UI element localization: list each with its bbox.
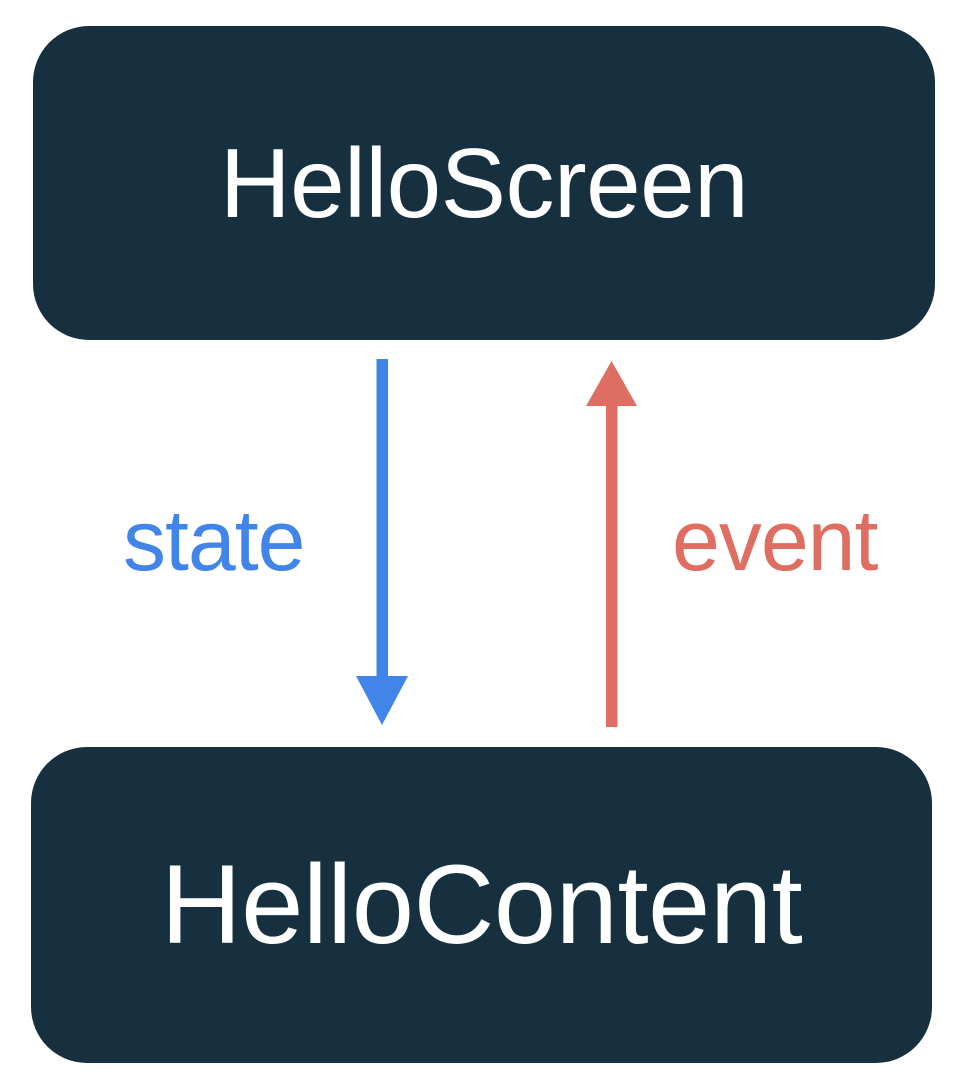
node-hello-content-label: HelloContent <box>160 842 803 967</box>
edge-label-state: state <box>123 493 305 589</box>
edge-label-event: event <box>672 493 878 589</box>
arrow-event-head <box>586 361 637 406</box>
node-hello-screen-label: HelloScreen <box>219 128 749 238</box>
arrow-state-head <box>356 676 408 725</box>
arrow-event <box>586 361 637 727</box>
node-hello-content[interactable]: HelloContent <box>31 747 932 1063</box>
node-hello-screen[interactable]: HelloScreen <box>33 26 935 340</box>
arrow-event-shaft <box>606 404 618 727</box>
arrow-state-shaft <box>376 359 388 677</box>
arrow-state <box>356 359 408 725</box>
